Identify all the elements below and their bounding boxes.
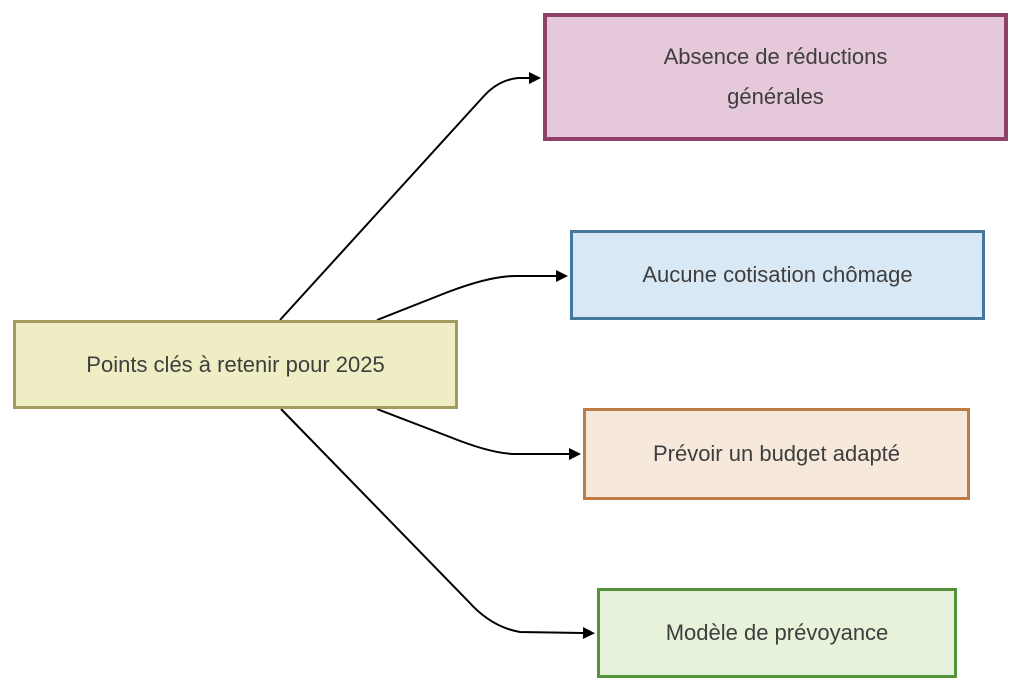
- root-node-points-cles: Points clés à retenir pour 2025: [13, 320, 458, 409]
- branch-node-absence-reductions: Absence de réductions générales: [543, 13, 1008, 141]
- connector-root-to-budget-adapte: [376, 408, 581, 460]
- branch-node-label: Aucune cotisation chômage: [642, 262, 913, 287]
- branch-node-cotisation-chomage: Aucune cotisation chômage: [570, 230, 985, 320]
- connector-root-to-modele-prevoyance: [280, 408, 595, 639]
- branch-node-label: Absence de réductions générales: [663, 44, 888, 109]
- connector-root-to-cotisation-chomage: [376, 270, 568, 321]
- branch-node-modele-prevoyance: Modèle de prévoyance: [597, 588, 957, 678]
- branch-node-budget-adapte: Prévoir un budget adapté: [583, 408, 970, 500]
- root-node-label: Points clés à retenir pour 2025: [86, 351, 385, 377]
- branch-node-label: Modèle de prévoyance: [665, 620, 889, 645]
- connector-root-to-absence-reductions: [279, 72, 541, 321]
- branch-node-label: Prévoir un budget adapté: [652, 441, 901, 466]
